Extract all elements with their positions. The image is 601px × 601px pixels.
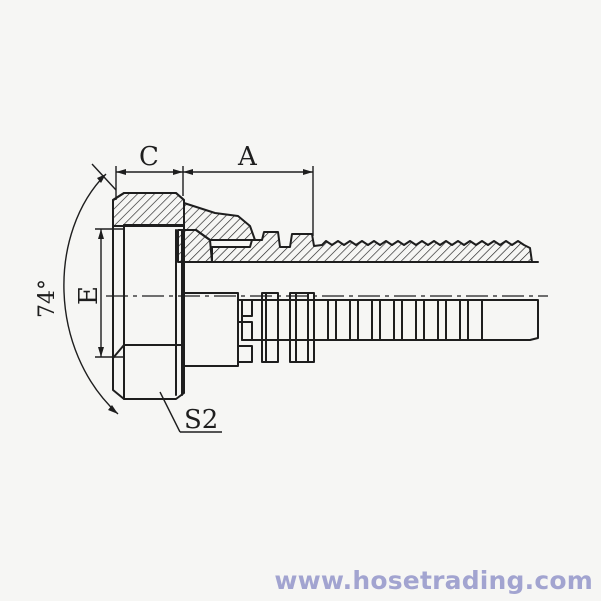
dim-label-s2: S2 xyxy=(184,405,218,435)
arrow xyxy=(173,169,183,175)
arrow xyxy=(98,229,104,239)
arrow xyxy=(116,169,126,175)
collar-lower xyxy=(183,292,239,367)
dim-label-e: E xyxy=(74,286,104,305)
arrow xyxy=(303,169,313,175)
nut-section xyxy=(112,192,185,227)
arrow xyxy=(183,169,193,175)
leader-s2 xyxy=(159,391,181,433)
arrow xyxy=(108,405,118,414)
watermark-url: www.hosetrading.com xyxy=(274,566,593,595)
dim-label-c: C xyxy=(139,142,159,172)
dim-arc-angle xyxy=(63,173,119,415)
dim-label-a: A xyxy=(237,142,258,172)
angle-label: 74° xyxy=(35,279,60,318)
stem-lower-outline xyxy=(241,299,539,341)
arrow xyxy=(98,347,104,357)
stem-lower-ribs xyxy=(327,299,483,341)
nut-edge-line xyxy=(112,344,125,359)
arrow xyxy=(97,174,106,183)
collar-teeth xyxy=(237,292,315,363)
nipple-section xyxy=(211,231,533,263)
